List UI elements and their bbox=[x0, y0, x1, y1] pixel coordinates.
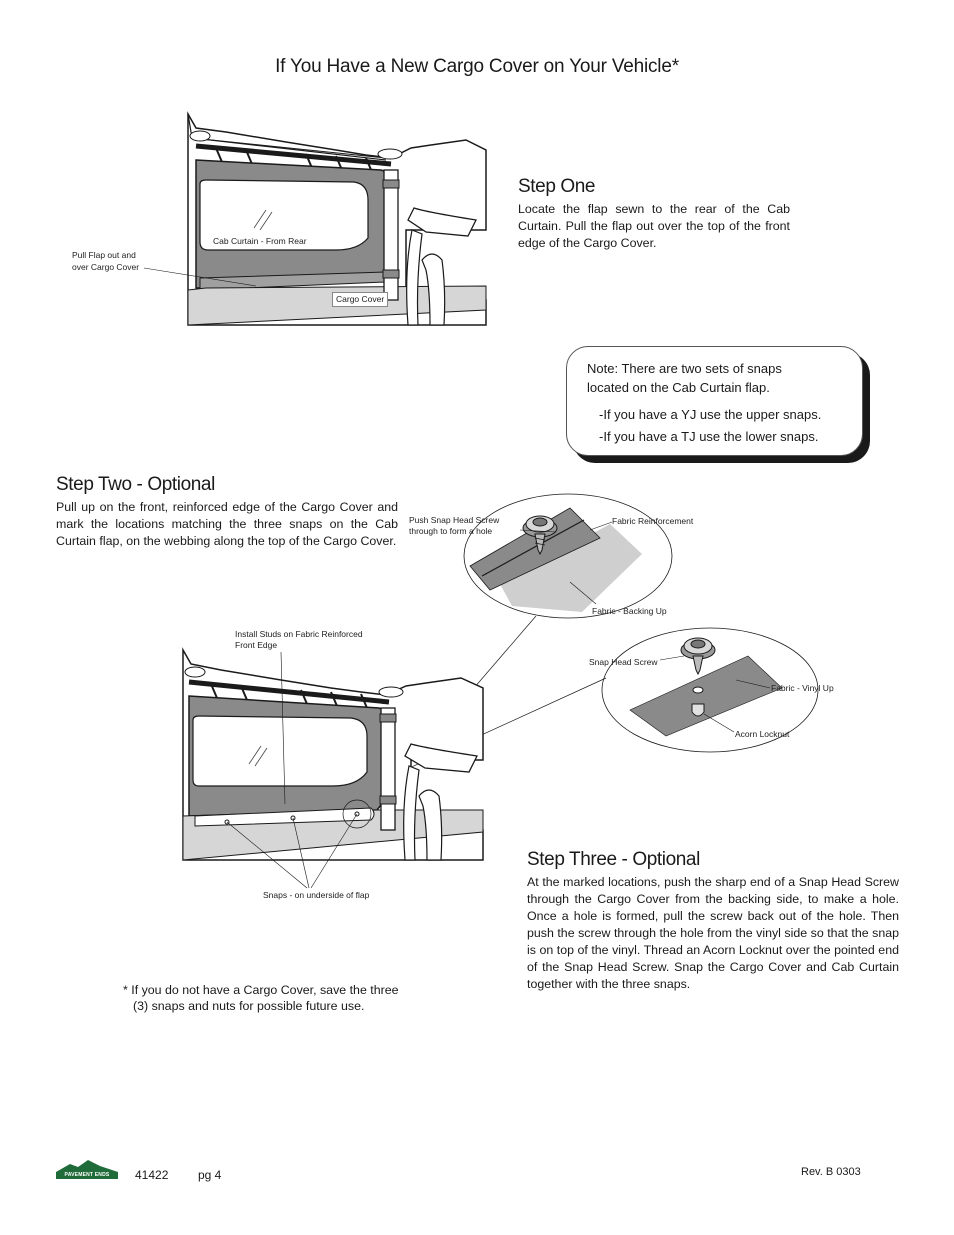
fabric-vinyl-up-label: Fabric - Vinyl Up bbox=[771, 683, 834, 693]
cargo-cover-label: Cargo Cover bbox=[332, 292, 389, 307]
push-screw-label-line1: Push Snap Head Screw bbox=[409, 515, 500, 525]
note-tj: -If you have a TJ use the lower snaps. bbox=[599, 429, 819, 444]
footnote-line1: * If you do not have a Cargo Cover, save… bbox=[123, 983, 399, 997]
page-number: pg 4 bbox=[198, 1168, 222, 1182]
note-line-1: Note: There are two sets of snaps bbox=[587, 361, 782, 376]
note-yj: -If you have a YJ use the upper snaps. bbox=[599, 407, 822, 422]
logo-text: PAVEMENT ENDS bbox=[64, 1172, 110, 1178]
step-three-heading: Step Three - Optional bbox=[527, 849, 700, 870]
part-number: 41422 bbox=[135, 1168, 169, 1182]
note-box: Note: There are two sets of snaps locate… bbox=[566, 346, 863, 456]
detail-backing-up-illustration bbox=[373, 493, 673, 805]
step-two-heading: Step Two - Optional bbox=[56, 474, 215, 495]
cab-curtain-label: Cab Curtain - From Rear bbox=[213, 236, 307, 246]
pavement-ends-logo-icon bbox=[56, 1160, 118, 1179]
page-title: If You Have a New Cargo Cover on Your Ve… bbox=[275, 56, 679, 77]
install-studs-label-line2: Front Edge bbox=[235, 640, 278, 650]
detail-vinyl-up-illustration bbox=[369, 627, 819, 787]
fabric-reinforcement-label: Fabric Reinforcement bbox=[612, 516, 694, 526]
snaps-underside-label: Snaps - on underside of flap bbox=[263, 890, 370, 900]
pull-flap-label-line1: Pull Flap out and bbox=[72, 250, 136, 260]
acorn-locknut-label: Acorn Locknut bbox=[735, 729, 790, 739]
pull-flap-label-line2: over Cargo Cover bbox=[72, 262, 140, 272]
snaps-note: Note: There are two sets of snaps locate… bbox=[566, 346, 872, 466]
figure-two-cab-illustration bbox=[182, 647, 484, 889]
step-two-text: Pull up on the front, reinforced edge of… bbox=[56, 500, 398, 548]
push-screw-label-line2: through to form a hole bbox=[409, 526, 493, 536]
footnote-line2: (3) snaps and nuts for possible future u… bbox=[133, 999, 365, 1013]
step-one-text: Locate the flap sewn to the rear of the … bbox=[518, 202, 790, 250]
note-line-2: located on the Cab Curtain flap. bbox=[587, 380, 770, 395]
snap-head-screw-label: Snap Head Screw bbox=[589, 657, 658, 667]
revision: Rev. B 0303 bbox=[801, 1166, 861, 1178]
fabric-backing-up-label: Fabric - Backing Up bbox=[592, 606, 667, 616]
step-one-heading: Step One bbox=[518, 176, 596, 197]
step-three-text: At the marked locations, push the sharp … bbox=[527, 875, 899, 991]
install-studs-label-line1: Install Studs on Fabric Reinforced bbox=[235, 629, 363, 639]
